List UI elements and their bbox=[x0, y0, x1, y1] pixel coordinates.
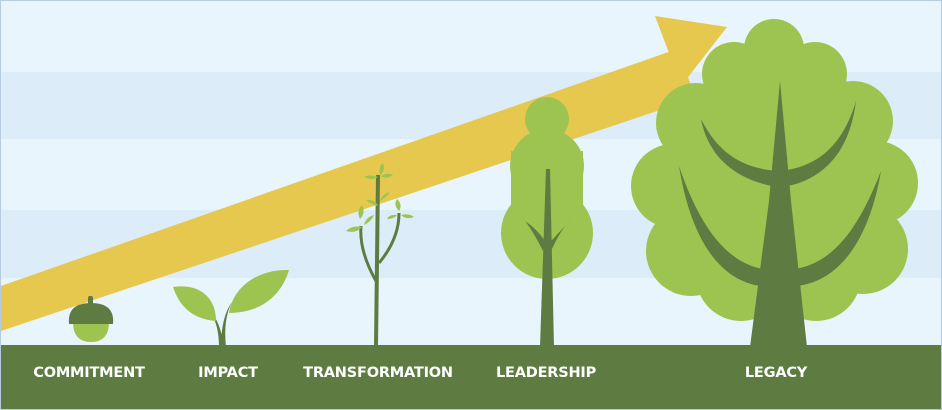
stage-labels: COMMITMENT IMPACT TRANSFORMATION LEADERS… bbox=[1, 345, 941, 409]
label-legacy: LEGACY bbox=[744, 365, 808, 381]
label-impact: IMPACT bbox=[198, 365, 258, 381]
label-commitment: COMMITMENT bbox=[33, 365, 145, 381]
acorn-icon bbox=[68, 296, 114, 342]
label-transformation: TRANSFORMATION bbox=[303, 365, 453, 381]
sprout-icon bbox=[173, 269, 289, 347]
ground-strip bbox=[1, 345, 941, 409]
mature-tree-icon bbox=[631, 19, 918, 347]
young-tree-icon bbox=[501, 97, 593, 347]
sapling-icon bbox=[346, 163, 414, 347]
label-leadership: LEADERSHIP bbox=[495, 365, 597, 381]
